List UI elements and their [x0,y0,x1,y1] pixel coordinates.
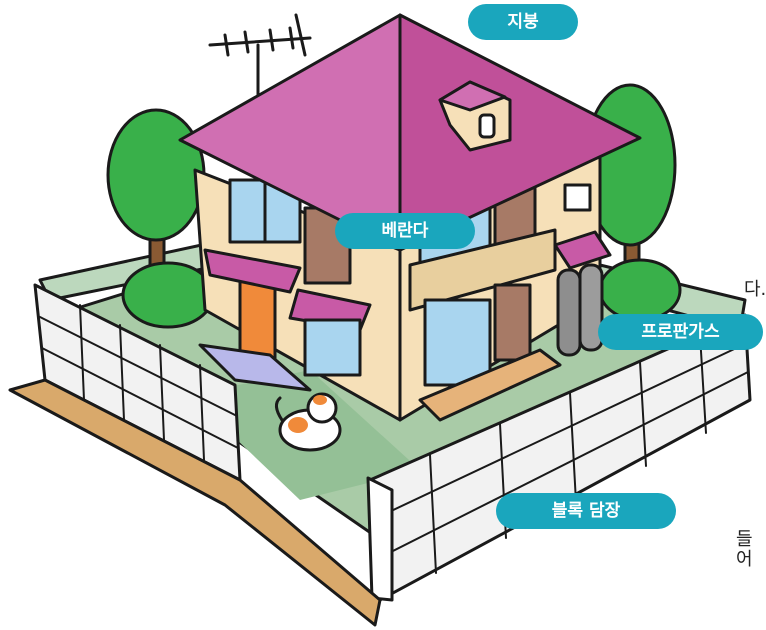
lower-left-window [303,318,362,377]
door [238,273,277,362]
cat [275,392,342,452]
lower-right-shutter [493,283,532,362]
road-curb [8,378,382,627]
propane-gas-label: 프로판가스 [598,314,763,350]
roof-right [398,13,642,252]
tv-antenna [208,13,312,117]
roof-label: 지붕 [468,4,578,40]
right-bush [598,258,682,322]
block-wall-label: 블록 담장 [496,493,676,529]
right-awning [553,230,612,270]
propane-tanks [556,263,604,357]
cropped-text-bottom: 들어 [736,529,753,570]
veranda-label: 베란다 [335,213,475,249]
left-bush [121,261,215,329]
wooden-deck [418,348,562,422]
door-awning [203,248,302,294]
cropped-text-top: 다. [744,279,766,300]
small-right-window [563,183,592,212]
gate-post [366,476,394,602]
veranda-railing [408,228,557,312]
lower-right-window [423,298,492,387]
doormat [198,343,312,392]
